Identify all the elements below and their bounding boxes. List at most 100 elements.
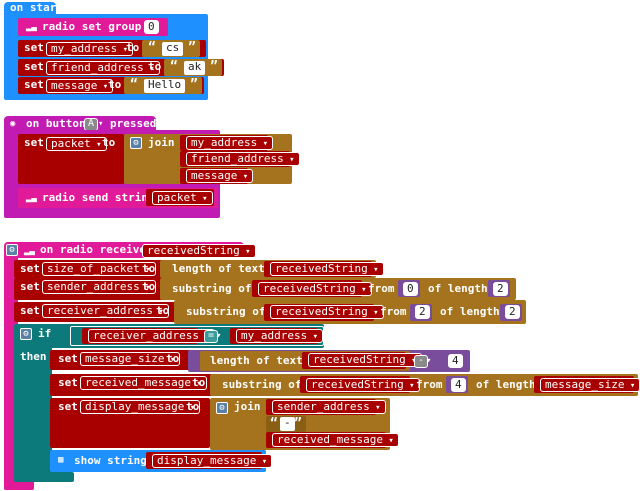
variable-dropdown-display-message[interactable]: display_message (152, 454, 273, 468)
radio-signal-icon: ▂▃ (26, 22, 37, 32)
variable-dropdown-received-string[interactable]: receivedString (258, 282, 372, 296)
variable-dropdown-received-string[interactable]: receivedString (270, 262, 384, 276)
variable-dropdown-message[interactable]: message (186, 169, 254, 183)
from-label: from (368, 282, 395, 295)
join-gear-icon[interactable]: ⚙ (130, 137, 142, 149)
variable-dropdown-friend-address[interactable]: friend_address (46, 61, 160, 75)
set-label: set (58, 352, 78, 365)
set-label: set (20, 262, 40, 275)
on-start-label: on start (10, 1, 63, 14)
on-button-event-block[interactable] (4, 116, 156, 132)
variable-dropdown-my-address[interactable]: my_address (186, 136, 274, 150)
variable-dropdown-display-message[interactable]: display_message (80, 400, 201, 414)
open-quote: “ (148, 40, 156, 55)
variable-dropdown-sender-address[interactable]: sender_address (272, 400, 386, 414)
pressed-label: pressed (110, 117, 157, 130)
length-of-text-label: length of text (210, 354, 303, 367)
radio-set-group-label: radio set group (42, 20, 142, 33)
variable-dropdown-message-size[interactable]: message_size (80, 352, 181, 366)
operator-chevron-icon: ▾ (216, 331, 222, 341)
variable-dropdown-packet[interactable]: packet (46, 137, 107, 151)
variable-dropdown-receiver-address[interactable]: receiver_address (42, 304, 169, 318)
to-label: to (142, 280, 156, 293)
if-label: if (38, 327, 52, 340)
then-label: then (20, 350, 47, 363)
math-operator-dropdown[interactable]: - (414, 355, 429, 368)
variable-dropdown-received-message[interactable]: received_message (80, 376, 207, 390)
from-number-input[interactable]: 0 (403, 282, 418, 296)
text-value-hello[interactable]: Hello (144, 79, 186, 93)
from-label: from (380, 305, 407, 318)
operator-chevron-icon: ▾ (426, 356, 432, 366)
compare-operator-dropdown[interactable]: = (204, 330, 219, 343)
join-label: join (148, 136, 175, 149)
to-label: to (142, 262, 156, 275)
of-length-label: of length (428, 282, 488, 295)
number-input[interactable]: 4 (448, 354, 463, 368)
radio-group-number-input[interactable]: 0 (144, 20, 159, 34)
if-gear-icon[interactable]: ⚙ (20, 328, 32, 340)
open-quote: “ (130, 77, 138, 92)
close-quote: ” (190, 77, 198, 92)
variable-dropdown-sender-address[interactable]: sender_address (42, 280, 156, 294)
join-gear-icon[interactable]: ⚙ (216, 402, 228, 414)
length-number-input[interactable]: 2 (493, 282, 508, 296)
set-label: set (24, 136, 44, 149)
close-quote: ” (294, 416, 302, 431)
join-label: join (234, 400, 261, 413)
substring-label: substring of (172, 282, 252, 295)
to-label: to (166, 352, 180, 365)
radio-send-string-label: radio send string (42, 191, 155, 204)
to-label: to (148, 60, 162, 73)
set-label: set (24, 60, 44, 73)
variable-dropdown-my-address[interactable]: my_address (46, 42, 134, 56)
to-label: to (192, 376, 206, 389)
event-gear-icon[interactable]: ⚙ (6, 244, 18, 256)
variable-dropdown-message[interactable]: message (46, 79, 114, 93)
on-button-label: on button (26, 117, 86, 130)
text-value-dash[interactable]: - (280, 417, 295, 431)
to-label: to (102, 136, 116, 149)
if-footer (14, 472, 74, 482)
set-label: set (24, 41, 44, 54)
on-start-event-block[interactable] (4, 2, 56, 16)
variable-dropdown-received-string[interactable]: receivedString (308, 353, 422, 367)
close-quote: ” (210, 59, 218, 74)
variable-dropdown-my-address[interactable]: my_address (236, 329, 324, 343)
variable-dropdown-received-string[interactable]: receivedString (306, 378, 420, 392)
substring-label: substring of (186, 305, 266, 318)
variable-dropdown-received-message[interactable]: received_message (272, 433, 399, 447)
variable-dropdown-received-string[interactable]: receivedString (270, 305, 384, 319)
variable-dropdown-packet[interactable]: packet (152, 191, 213, 205)
if-body (14, 346, 52, 476)
of-length-label: of length (476, 378, 536, 391)
from-number-input[interactable]: 2 (415, 305, 430, 319)
button-input-icon: ◉ (10, 119, 16, 129)
set-label: set (24, 78, 44, 91)
to-label: to (186, 400, 200, 413)
on-radio-received-label: on radio received (40, 243, 153, 256)
variable-dropdown-friend-address[interactable]: friend_address (186, 152, 300, 166)
radio-signal-icon: ▂▃ (26, 193, 37, 203)
text-value-cs[interactable]: cs (162, 42, 184, 56)
variable-dropdown-receiver-address[interactable]: receiver_address (88, 329, 215, 343)
length-of-text-label: length of text (172, 262, 265, 275)
variable-dropdown-message-size[interactable]: message_size (540, 378, 640, 392)
length-number-input[interactable]: 2 (505, 305, 520, 319)
set-label: set (20, 280, 40, 293)
of-length-label: of length (440, 305, 500, 318)
set-label: set (20, 304, 40, 317)
led-grid-icon: ▦ (58, 455, 64, 465)
radio-set-group-block[interactable] (18, 18, 168, 36)
set-label: set (58, 400, 78, 413)
open-quote: “ (270, 416, 278, 431)
variable-dropdown-size-of-packet[interactable]: size_of_packet (42, 262, 156, 276)
received-string-param[interactable]: receivedString (142, 244, 256, 258)
radio-signal-icon: ▂▃ (24, 246, 35, 256)
to-label: to (126, 41, 140, 54)
from-number-input[interactable]: 4 (451, 378, 466, 392)
set-label: set (58, 376, 78, 389)
close-quote: ” (188, 40, 196, 55)
substring-label: substring of (222, 378, 302, 391)
text-value-ak[interactable]: ak (184, 61, 206, 75)
